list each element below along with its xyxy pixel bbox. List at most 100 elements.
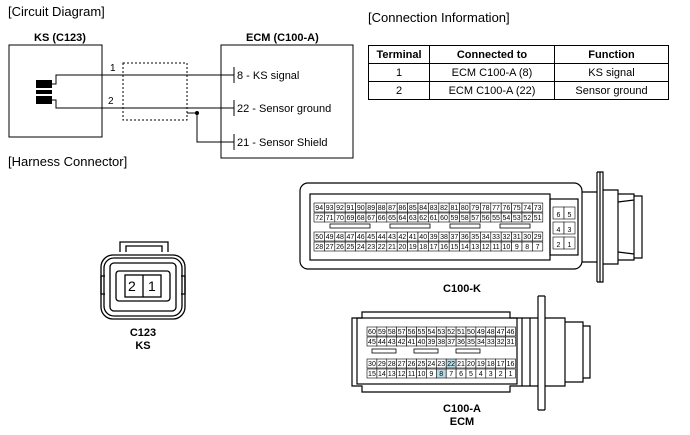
c100k-pin-number: 74 xyxy=(523,205,531,212)
c100a-pin-number: 58 xyxy=(388,329,396,336)
c100k-pin-number: 64 xyxy=(399,215,407,222)
c100k-pin-number: 55 xyxy=(492,215,500,222)
c100a-pin-number: 22 xyxy=(447,361,455,368)
c100a-pin-number: 18 xyxy=(487,361,495,368)
c100k-pin-number: 85 xyxy=(409,205,417,212)
c100k-pin-cell xyxy=(532,241,544,252)
ks-sensor-symbol xyxy=(34,80,54,104)
c100k-pin-number: 41 xyxy=(409,234,417,241)
c100k-pin-number: 25 xyxy=(347,244,355,251)
c100k-pin-number: 75 xyxy=(513,205,521,212)
c100k-pin-number: 19 xyxy=(409,244,417,251)
c100k-pin-number: 72 xyxy=(315,215,323,222)
c100k-pin-number: 57 xyxy=(471,215,479,222)
c100a-connector-body xyxy=(351,295,591,411)
c100k-pin-number: 90 xyxy=(357,205,365,212)
wire-1-label: 1 xyxy=(110,63,116,74)
c100k-side-pin-number: 1 xyxy=(568,242,572,249)
c100k-pin-number: 61 xyxy=(430,215,438,222)
c123-connector xyxy=(100,241,186,320)
c100a-pin-number: 44 xyxy=(378,339,386,346)
c100k-pin-number: 27 xyxy=(326,244,334,251)
c100k-pin-number: 38 xyxy=(440,234,448,241)
c123-pin-1: 1 xyxy=(148,278,156,294)
table-header: Connected to xyxy=(429,45,555,64)
c100k-pin-number: 53 xyxy=(513,215,521,222)
c100a-pin-number: 38 xyxy=(437,339,445,346)
wire-ks-signal xyxy=(52,74,234,85)
c100k-side-pin-number: 3 xyxy=(568,227,572,234)
c100k-pin-number: 63 xyxy=(409,215,417,222)
wire-2-label: 2 xyxy=(108,96,114,107)
table-row: 1 ECM C100-A (8) KS signal xyxy=(368,63,669,82)
wire-sensor-ground xyxy=(52,99,234,109)
c100a-pin-number: 24 xyxy=(427,361,435,368)
c100a-pin-number: 43 xyxy=(388,339,396,346)
c100k-side-pin-cell xyxy=(563,206,576,220)
c100k-side-pin-cell xyxy=(563,236,576,250)
c100a-pin-number: 3 xyxy=(489,371,493,378)
c100k-pin-number: 13 xyxy=(471,244,479,251)
c100k-pin-number: 15 xyxy=(451,244,459,251)
c100a-pin-number: 47 xyxy=(497,329,505,336)
c100k-pin-number: 45 xyxy=(367,234,375,241)
c100k-pin-number: 62 xyxy=(419,215,427,222)
c100k-pin-number: 49 xyxy=(326,234,334,241)
c100k-pin-number: 23 xyxy=(367,244,375,251)
c100a-pin-number: 15 xyxy=(368,371,376,378)
c100k-pin-number: 94 xyxy=(315,205,323,212)
c100k-pin-number: 35 xyxy=(471,234,479,241)
connection-info-heading: [Connection Information] xyxy=(368,10,510,25)
c100k-pin-number: 21 xyxy=(388,244,396,251)
c100a-pin-number: 1 xyxy=(509,371,513,378)
c100k-pin-number: 18 xyxy=(419,244,427,251)
c100k-pin-number: 42 xyxy=(399,234,407,241)
c100a-pin-number: 45 xyxy=(368,339,376,346)
c100k-pin-number: 82 xyxy=(440,205,448,212)
c100a-pin-number: 20 xyxy=(467,361,475,368)
c123-pin-2: 2 xyxy=(128,278,136,294)
c100k-pin-number: 30 xyxy=(523,234,531,241)
c100a-pin-number: 28 xyxy=(388,361,396,368)
c100a-pin-number: 53 xyxy=(437,329,445,336)
c100a-pin-number: 13 xyxy=(388,371,396,378)
c100a-pin-cell xyxy=(505,336,516,347)
c100k-side-pin-number: 4 xyxy=(557,227,561,234)
c100a-pin-number: 9 xyxy=(429,371,433,378)
c100a-pin-number: 56 xyxy=(408,329,416,336)
c100k-pin-number: 59 xyxy=(451,215,459,222)
c100k-pin-number: 26 xyxy=(336,244,344,251)
c100a-pin-cell xyxy=(505,326,516,337)
c100k-pin-number: 16 xyxy=(440,244,448,251)
c100k-pin-number: 60 xyxy=(440,215,448,222)
table-cell: Sensor ground xyxy=(554,81,669,100)
c100a-pin-number: 51 xyxy=(457,329,465,336)
c100k-pin-number: 86 xyxy=(399,205,407,212)
ecm-connector-label: ECM xyxy=(450,416,474,428)
table-header: Terminal xyxy=(368,45,430,64)
c100k-pin-number: 92 xyxy=(336,205,344,212)
c100k-pin-number: 68 xyxy=(357,215,365,222)
c100a-pin-number: 14 xyxy=(378,371,386,378)
circuit-diagram-heading: [Circuit Diagram] xyxy=(8,4,105,19)
c100a-pin-number: 5 xyxy=(469,371,473,378)
c100k-pin-number: 54 xyxy=(503,215,511,222)
c100a-pin-number: 2 xyxy=(499,371,503,378)
c100k-pin-number: 40 xyxy=(419,234,427,241)
c100a-pin-number: 7 xyxy=(449,371,453,378)
c100a-pin-number: 31 xyxy=(507,339,515,346)
c100a-pin-number: 50 xyxy=(467,329,475,336)
c100k-pin-number: 79 xyxy=(471,205,479,212)
c100a-key-slot xyxy=(371,348,397,354)
c100a-pin-number: 49 xyxy=(477,329,485,336)
c100a-pin-number: 60 xyxy=(368,329,376,336)
c100a-pin-number: 30 xyxy=(368,361,376,368)
c100k-pin-number: 11 xyxy=(492,244,499,251)
c123-label: C123 xyxy=(130,327,156,339)
c100k-pin-cell xyxy=(532,212,544,223)
c100a-pin-number: 40 xyxy=(418,339,426,346)
ecm-pin-22: 22 - Sensor ground xyxy=(237,103,331,115)
c100a-pin-number: 8 xyxy=(439,371,443,378)
